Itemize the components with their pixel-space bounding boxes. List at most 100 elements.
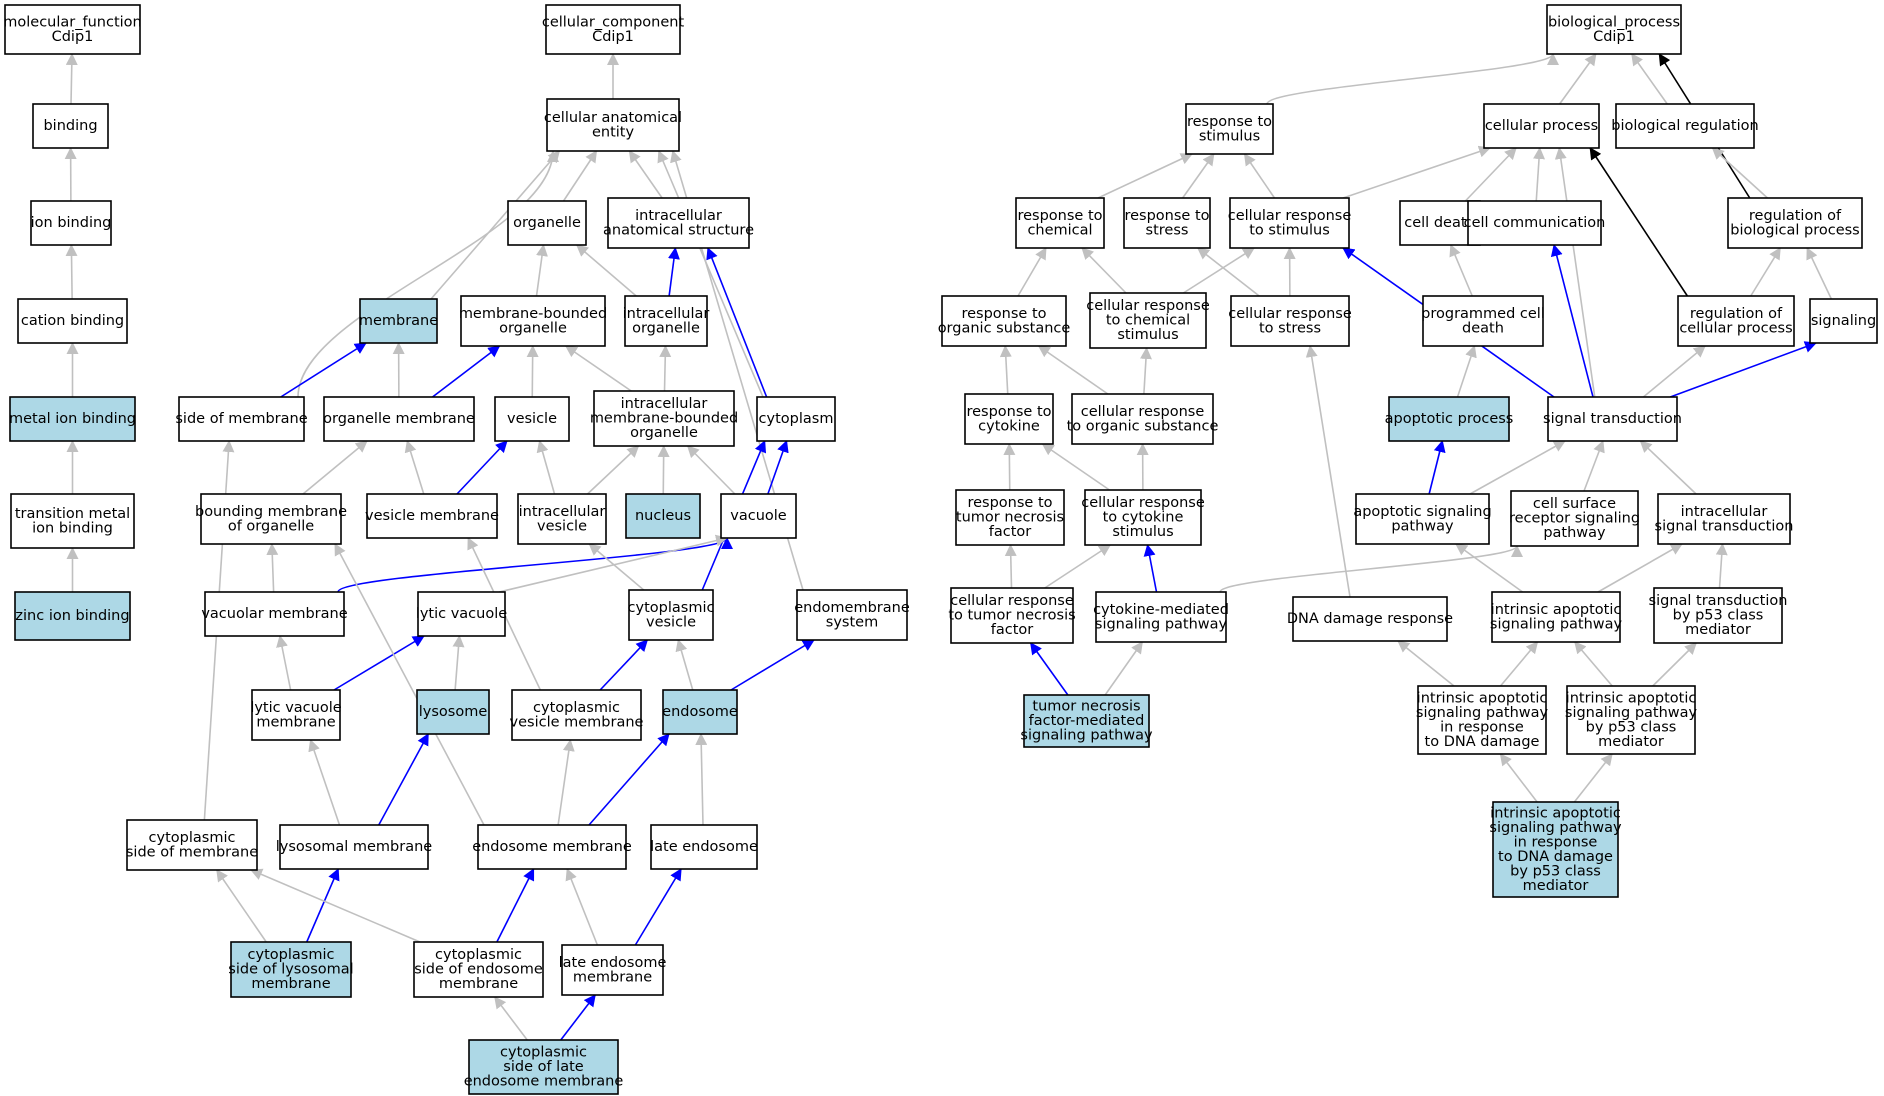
node-label-line: stimulus <box>1117 327 1178 343</box>
node-vesicle[interactable]: vesicle <box>494 396 570 442</box>
node-label-line: cytoplasmic <box>149 830 236 846</box>
edge-endomemb-to-endosome <box>588 733 670 826</box>
edge-lateendo-to-endosome <box>695 733 708 826</box>
node-orgmem[interactable]: organelle membrane <box>323 396 475 442</box>
node-box <box>366 493 498 539</box>
edge-cslm-to-lysomem <box>306 868 340 943</box>
node-lysomem[interactable]: lysosomal membrane <box>276 824 433 870</box>
node-cellproc[interactable]: cellular process <box>1483 103 1600 149</box>
node-metal[interactable]: metal ion binding <box>9 396 136 442</box>
node-vacuole[interactable]: vacuole <box>720 493 797 539</box>
edge-csle-to-lem <box>560 994 596 1041</box>
node-box <box>477 824 627 870</box>
node-organelle[interactable]: organelle <box>507 200 587 246</box>
node-endomemb[interactable]: endosome membrane <box>472 824 632 870</box>
node-label-line: organelle membrane <box>323 411 475 427</box>
node-signaling[interactable]: signaling <box>1809 298 1878 344</box>
node-label-line: signaling <box>1811 313 1876 329</box>
node-box <box>941 295 1067 347</box>
edge-sigtrans-to-cellproc <box>1554 147 1596 398</box>
node-label-line: membrane-bounded <box>459 306 607 322</box>
node-box <box>230 941 352 998</box>
node-label-line: by p53 class <box>1673 608 1764 624</box>
node-ionbind[interactable]: ion binding <box>30 200 112 246</box>
node-lateendo[interactable]: late endosome <box>650 824 758 870</box>
edge-membrane-to-cae <box>430 150 561 300</box>
node-label-line: vesicle membrane <box>365 508 499 524</box>
node-label-line: signaling pathway <box>1565 705 1698 721</box>
node-label-line: apoptotic signaling <box>1353 504 1491 520</box>
node-lyticvac[interactable]: lytic vacuole <box>416 591 507 637</box>
node-nucleus[interactable]: nucleus <box>625 493 701 539</box>
node-vesmem[interactable]: vesicle membrane <box>365 493 499 539</box>
node-zinc[interactable]: zinc ion binding <box>14 591 131 641</box>
node-dnadmg[interactable]: DNA damage response <box>1287 596 1453 642</box>
node-bioreg[interactable]: biological regulation <box>1611 103 1759 149</box>
node-binding[interactable]: binding <box>32 103 109 149</box>
node-endosome[interactable]: endosome <box>662 689 738 735</box>
node-cation[interactable]: cation binding <box>17 298 128 344</box>
node-celldeath[interactable]: cell death <box>1399 200 1481 246</box>
node-label-line: signal transduction <box>1543 411 1682 427</box>
node-membrane[interactable]: membrane <box>359 298 438 344</box>
node-sideofmem[interactable]: side of membrane <box>175 396 308 442</box>
node-apoptotic[interactable]: apoptotic process <box>1385 396 1514 442</box>
node-sigtrans[interactable]: signal transduction <box>1543 396 1682 442</box>
node-label-line: to stress <box>1259 320 1321 336</box>
node-label-line: lytic vacuole <box>416 606 507 622</box>
node-label-line: endosome membrane <box>472 839 632 855</box>
node-lysosome[interactable]: lysosome <box>416 689 490 735</box>
node-label-line: programmed cell <box>1421 306 1545 322</box>
node-cellcomm[interactable]: cell communication <box>1464 200 1606 246</box>
node-vacmem[interactable]: vacuolar membrane <box>201 591 348 637</box>
node-cytoplasm[interactable]: cytoplasm <box>756 396 836 442</box>
node-label-line: death <box>1462 320 1504 336</box>
node-box <box>1071 393 1214 445</box>
